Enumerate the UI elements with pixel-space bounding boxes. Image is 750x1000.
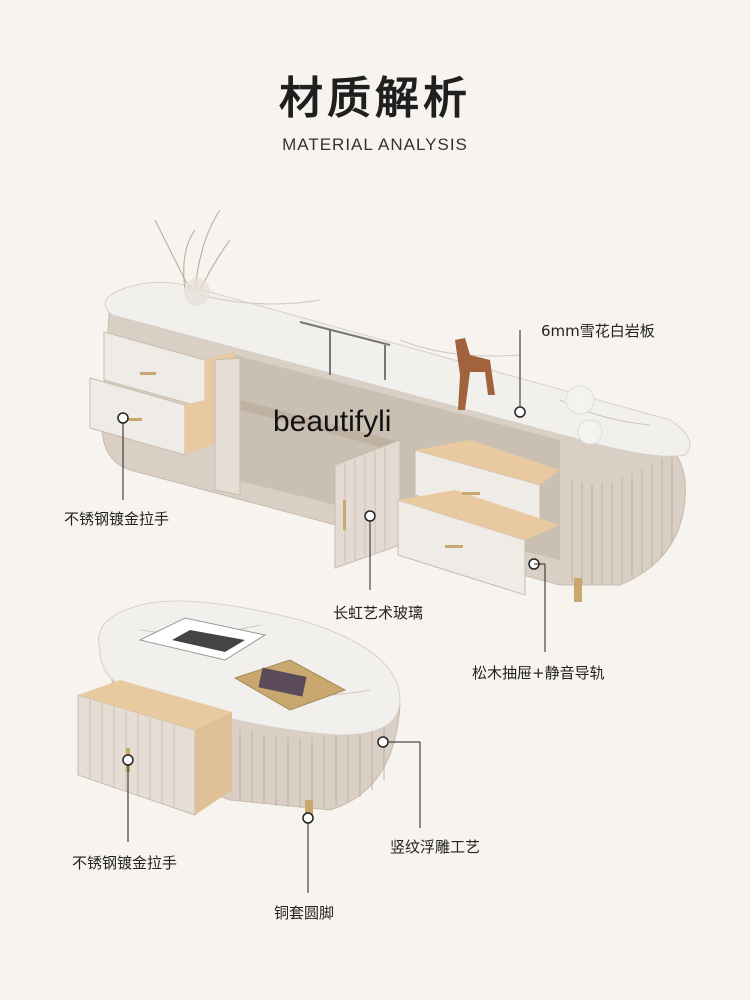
- page-subtitle: MATERIAL ANALYSIS: [282, 135, 468, 154]
- tv-cabinet-flutes: [571, 452, 673, 585]
- tv-decor: [154, 209, 231, 291]
- watermark-text: beautifyli: [273, 405, 392, 438]
- coffee-table-leg: [305, 800, 313, 818]
- callout-glass: 长虹艺术玻璃: [333, 604, 424, 622]
- callout-handle-top: 不锈钢镀金拉手: [64, 510, 170, 528]
- callout-drawer-rail: 松木抽屉+静音导轨: [472, 664, 605, 682]
- callout-relief: 竖纹浮雕工艺: [390, 838, 481, 856]
- tv-marble-top: [104, 281, 691, 457]
- callout-dots: [117, 406, 540, 824]
- callout-feet: 铜套圆脚: [274, 904, 335, 922]
- callout-rock-slab: 6mm雪花白岩板: [541, 322, 655, 340]
- tv-cabinet-leg: [574, 578, 582, 602]
- tv-glass-door-left: [214, 357, 241, 496]
- callout-handle-bottom: 不锈钢镀金拉手: [72, 854, 178, 872]
- coffee-table-flutes: [239, 716, 385, 808]
- callout-lines: [122, 330, 546, 893]
- page-title: 材质解析: [279, 73, 471, 124]
